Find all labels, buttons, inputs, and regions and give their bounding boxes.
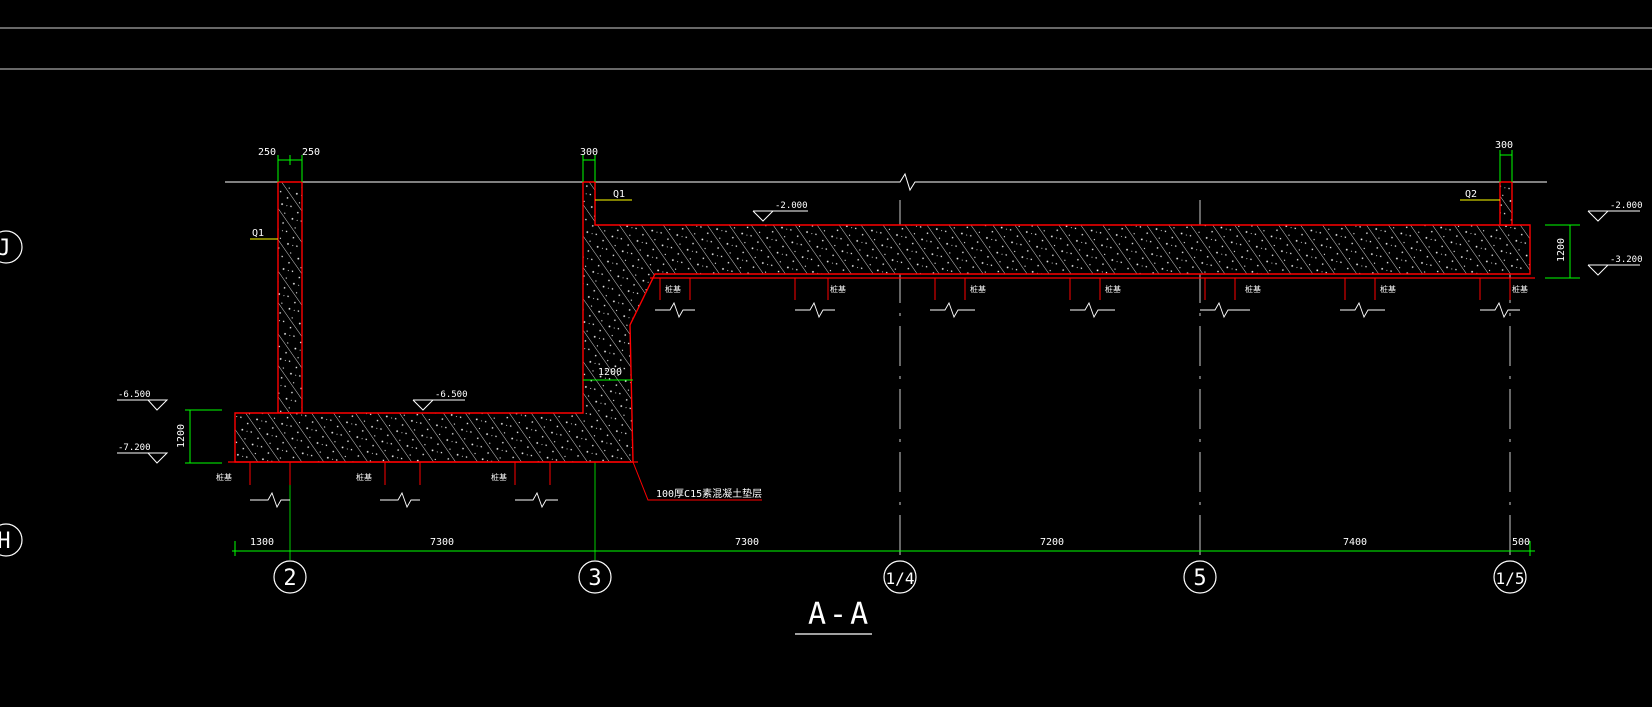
- level-6500-b: -6.500: [435, 390, 468, 400]
- dim-vertical-right: 1200: [1556, 238, 1567, 262]
- pile-label: 桩基: [1245, 284, 1261, 294]
- pile-labels-upper: 桩基 桩基 桩基 桩基 桩基 桩基 桩基: [665, 284, 1528, 294]
- vertical-dimension-right: [1545, 224, 1580, 279]
- dim-vertical-left: 1200: [176, 424, 187, 448]
- axis-label-2: 2: [283, 566, 296, 591]
- dim-top-3: 300: [580, 147, 598, 158]
- level-2000-b: -2.000: [1610, 201, 1643, 211]
- pile-caps-lower: [249, 462, 551, 485]
- level-6500-a: -6.500: [118, 390, 151, 400]
- wall-tag-q1-right: Q1: [613, 189, 625, 200]
- ground-line: [225, 172, 1547, 192]
- pile-symbols-upper: [655, 301, 1520, 319]
- bedding-note: 100厚C15素混凝土垫层: [656, 487, 762, 500]
- dim-interior: 1200: [598, 367, 622, 378]
- level-7200: -7.200: [118, 443, 151, 453]
- wall-tag-q1-left: Q1: [252, 228, 264, 239]
- grid-bubble-h: [0, 523, 23, 557]
- dim-bottom-1: 1300: [250, 537, 274, 548]
- level-markers: [117, 210, 1640, 464]
- level-2000-a: -2.000: [775, 201, 808, 211]
- vertical-dimension-left: [185, 409, 222, 464]
- base-slab-left: [234, 181, 1531, 463]
- pile-label: 桩基: [1105, 284, 1121, 294]
- dim-top-2: 250: [302, 147, 320, 158]
- dim-bottom-5: 7400: [1343, 537, 1367, 548]
- pile-label: 桩基: [356, 472, 372, 482]
- pile-label: 桩基: [1512, 284, 1528, 294]
- bottom-dimension-ticks: [234, 541, 1531, 556]
- dim-bottom-2: 7300: [430, 537, 454, 548]
- dim-bottom-3: 7300: [735, 537, 759, 548]
- grid-bubble-j: [0, 230, 23, 264]
- pile-label: 桩基: [665, 284, 681, 294]
- pile-symbols-lower: [250, 491, 558, 509]
- pile-label: 桩基: [216, 472, 232, 482]
- pile-caps-upper: [659, 278, 1511, 300]
- pile-labels-lower: 桩基 桩基 桩基: [216, 472, 507, 482]
- pile-label: 桩基: [1380, 284, 1396, 294]
- axis-label-1-5: 1/5: [1496, 569, 1525, 588]
- dim-top-4: 300: [1495, 140, 1513, 151]
- axis-label-3: 3: [588, 566, 601, 591]
- axis-label-5: 5: [1193, 566, 1206, 591]
- dim-bottom-6: 500: [1512, 537, 1530, 548]
- note-leader: [632, 461, 762, 501]
- axis-label-h: H: [0, 529, 11, 554]
- grid-bubbles: [273, 560, 1527, 594]
- level-3200: -3.200: [1610, 255, 1643, 265]
- wall-left: [277, 181, 303, 414]
- wall-right-stub: [1499, 181, 1513, 226]
- pile-label: 桩基: [830, 284, 846, 294]
- pile-label: 桩基: [970, 284, 986, 294]
- wall-tag-q2: Q2: [1465, 189, 1477, 200]
- pile-label: 桩基: [491, 472, 507, 482]
- dim-bottom-4: 7200: [1040, 537, 1064, 548]
- axis-label-j: J: [0, 236, 11, 261]
- axis-label-1-4: 1/4: [886, 569, 915, 588]
- top-dimensions: [277, 150, 1513, 182]
- section-title: A-A: [808, 597, 871, 632]
- dim-top-1: 250: [258, 147, 276, 158]
